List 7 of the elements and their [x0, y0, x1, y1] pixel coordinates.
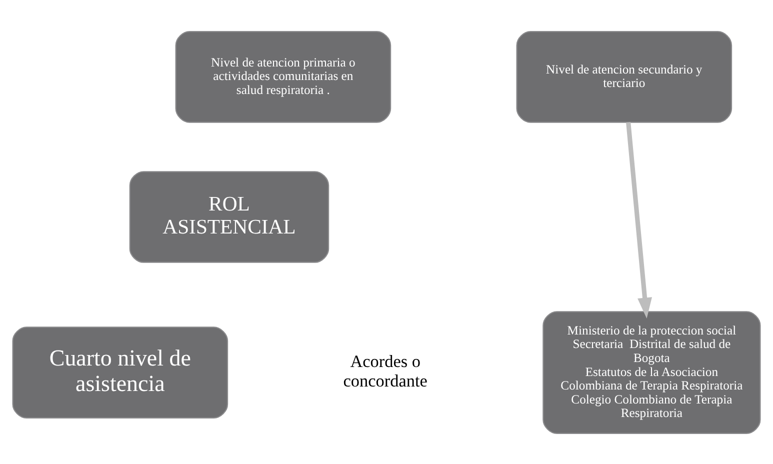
node-box: Nivel de atencion primaria o actividades comunitarias en salud respiratoria . [175, 30, 392, 122]
node-box: Ministerio de la proteccion social Secretaria Distrital de salud de Bogota Estatutos de la Asociacion Colombiana de Terapia Respiratoria Colegio Colombiano de Terapia Respiratoria [542, 310, 761, 434]
node-box: ROL ASISTENCIAL [129, 170, 330, 262]
arrow [626, 122, 652, 318]
label: Acordes o concordante [343, 351, 428, 390]
node-box: Cuarto nivel de asistencia [12, 326, 228, 418]
node-box: Nivel de atencion secundario y terciario [516, 30, 732, 122]
